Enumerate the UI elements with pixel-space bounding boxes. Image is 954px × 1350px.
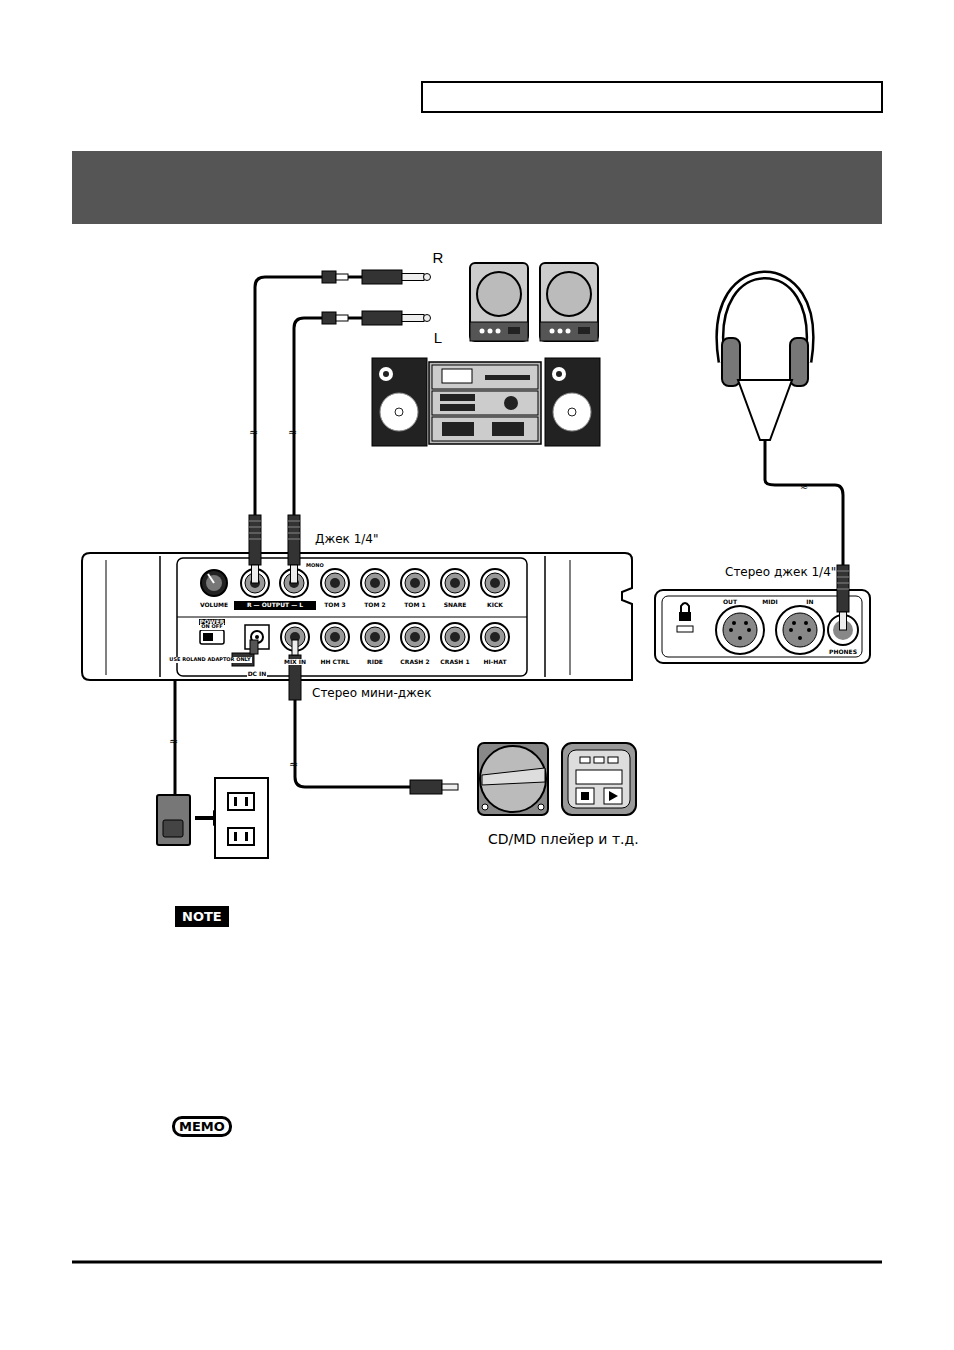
- panel-label: IN: [805, 599, 814, 606]
- headphones: ≈: [720, 275, 843, 565]
- drum-module-panel: [82, 553, 632, 680]
- channel-letter: R: [433, 250, 444, 267]
- panel-label: ON OFF: [200, 624, 223, 630]
- badge-text: MEMO: [179, 1119, 225, 1134]
- panel-label: CRASH 2: [399, 659, 430, 666]
- svg-text:≈: ≈: [288, 426, 297, 439]
- panel-label: SNARE: [443, 602, 468, 609]
- stereo-system: [372, 358, 600, 446]
- jack-label: MONO: [305, 563, 325, 569]
- cables: [175, 277, 410, 795]
- connector-caption: Стерео джек 1/4": [725, 566, 836, 579]
- svg-text:≈: ≈: [289, 758, 298, 771]
- plugs: [232, 270, 849, 794]
- panel-label: TOM 1: [403, 602, 426, 609]
- svg-text:≈: ≈: [169, 735, 178, 748]
- panel-label: HH CTRL: [319, 659, 350, 666]
- panel-label: PHONES: [828, 649, 858, 656]
- device-caption: CD/MD плейер и т.д.: [488, 832, 639, 847]
- monitor-speakers: [470, 263, 598, 341]
- badge-text: NOTE: [182, 909, 222, 924]
- title-band: [72, 151, 882, 224]
- connector-caption: Джек 1/4": [315, 533, 378, 546]
- svg-text:≈: ≈: [800, 481, 808, 492]
- header-box: [422, 82, 882, 112]
- svg-text:≈: ≈: [249, 426, 258, 439]
- cd-md-players: [478, 743, 636, 815]
- panel-label: MIX IN: [283, 659, 307, 666]
- panel-label: TOM 3: [323, 602, 346, 609]
- channel-letter: L: [434, 330, 442, 347]
- panel-label: TOM 2: [363, 602, 386, 609]
- panel-label: RIDE: [366, 659, 384, 666]
- panel-label: OUT: [722, 599, 738, 606]
- panel-label: CRASH 1: [439, 659, 470, 666]
- panel-label: USE ROLAND ADAPTOR ONLY: [168, 657, 251, 663]
- jacks: [241, 569, 509, 651]
- memo-badge: MEMO: [172, 1116, 232, 1137]
- connector-caption: Стерео мини-джек: [312, 687, 431, 700]
- note-badge: NOTE: [175, 906, 229, 927]
- panel-label: KICK: [486, 602, 504, 609]
- panel-label: HI-HAT: [482, 659, 507, 666]
- panel-label: VOLUME: [199, 602, 229, 609]
- panel-label: R — OUTPUT — L: [247, 602, 303, 609]
- footer-rule: [72, 1261, 882, 1264]
- panel-label: DC IN: [247, 671, 268, 678]
- panel-label: MIDI: [761, 599, 778, 606]
